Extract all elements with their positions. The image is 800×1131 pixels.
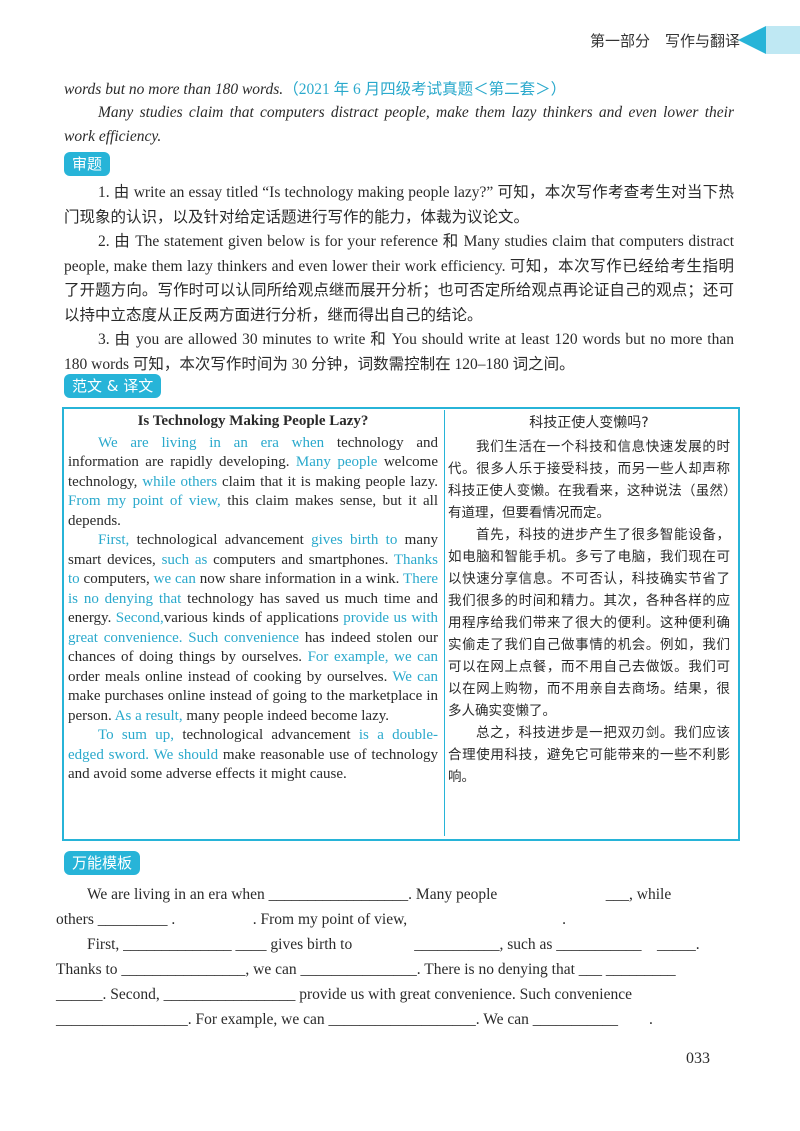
highlighted-phrase: is a double-edged sword. We should [68,727,438,763]
template-badge: 万能模板 [64,851,141,875]
essay-box-divider [444,410,445,836]
highlighted-phrase: provide us with great convenience. Such … [68,610,438,646]
intro-source: （2021 年 6 月四级考试真题＜第二套＞） [283,81,567,98]
highlighted-phrase: such as [161,551,208,568]
template-line: We are living in an era when ___________… [56,886,672,903]
highlighted-phrase: We are living in an era when [98,434,325,451]
english-paragraph: To sum up, technological advancement is … [68,726,438,785]
page-number: 033 [686,1050,710,1067]
chinese-paragraph: 总之，科技进步是一把双刃剑。我们应该合理使用科技，避免它可能带来的一些不利影响。 [448,725,730,785]
intro-word-limit: words but no more than 180 words. [64,81,284,98]
highlighted-phrase: gives birth to [311,532,398,548]
highlighted-phrase: We can [392,668,438,685]
english-essay-body: We are living in an era when technology … [68,434,438,785]
essay-box [62,407,740,841]
essay-text: computers and smartphones. [207,551,394,568]
essay-text: many people indeed become lazy. [182,707,390,724]
shenti-badge: 审题 [64,152,111,176]
essay-text: technological advancement [174,727,359,743]
highlighted-phrase: There is no denying that [68,571,439,607]
essay-text: many smart devices, [68,532,438,568]
highlighted-phrase: Many people [295,454,378,470]
essay-text: technology and information are rapidly d… [68,434,438,471]
template-line: ______. Second, _________________ provid… [56,986,632,1003]
essay-text: various kinds of applications [163,610,344,626]
chinese-translation: 科技正使人变懒吗? 我们生活在一个科技和信息快速发展的时代。很多人乐于接受科技，… [448,410,730,788]
highlighted-phrase: As a result, [114,707,183,724]
essay-text: make purchases online instead of going t… [68,688,438,724]
essay-text: make reasonable use of technology and av… [68,746,438,783]
essay-text: technological advancement [129,532,312,548]
highlighted-phrase: Second, [115,610,164,626]
highlighted-phrase: First, [98,532,130,548]
shenti-body: 1. 由 write an essay titled “Is technolog… [64,181,734,377]
header-bar-decoration [766,26,800,54]
chinese-paragraph: 我们生活在一个科技和信息快速发展的时代。很多人乐于接受科技，而另一些人却声称科技… [448,439,730,521]
essay-text: order meals online instead of cooking by… [68,668,393,685]
template-line: _________________. For example, we can _… [56,1011,653,1028]
highlighted-phrase: For example, we can [307,649,438,665]
intro-quote: Many studies claim that computers distra… [64,104,734,145]
highlighted-phrase: while others [142,473,218,490]
essay-text: claim that it is making people lazy. [217,473,438,490]
essay-text: has indeed stolen our chances of doing t… [68,629,439,666]
highlighted-phrase: From my point of view, [68,493,221,509]
template-line: others _________ . . From my point of vi… [56,911,567,928]
template-line: First, ______________ ____ gives birth t… [56,936,700,953]
essay-text: this claim makes sense, but it all depen… [68,493,439,529]
english-paragraph: First, technological advancement gives b… [68,531,438,726]
essay-text: computers, [79,571,154,587]
fanwen-badge: 范文 & 译文 [64,374,162,398]
essay-text: welcome technology, [68,454,438,490]
shenti-point-1: 1. 由 write an essay titled “Is technolog… [64,184,734,226]
highlighted-phrase: Thanks to [68,551,438,588]
shenti-point-2: 2. 由 The statement given below is for yo… [64,233,734,324]
essay-text: now share information in a wink. [195,571,404,587]
template-line: Thanks to ________________, we can _____… [56,961,676,978]
shenti-point-3: 3. 由 you are allowed 30 minutes to write… [64,331,734,373]
english-essay-title: Is Technology Making People Lazy? [137,413,369,429]
highlighted-phrase: To sum up, [98,727,174,743]
intro-line-1: words but no more than 180 words.（2021 年… [64,78,736,102]
header-triangle-decoration [738,26,766,54]
chinese-translation-title: 科技正使人变懒吗? [529,415,649,431]
english-paragraph: We are living in an era when technology … [68,434,438,532]
essay-text: technology has saved us much time and en… [68,590,438,627]
highlighted-phrase: we can [153,571,196,587]
chinese-paragraph: 首先，科技的进步产生了很多智能设备，如电脑和智能手机。多亏了电脑，我们现在可以快… [448,527,730,719]
section-title: 第一部分 写作与翻译 [590,32,741,50]
english-essay: Is Technology Making People Lazy? We are… [68,410,438,785]
